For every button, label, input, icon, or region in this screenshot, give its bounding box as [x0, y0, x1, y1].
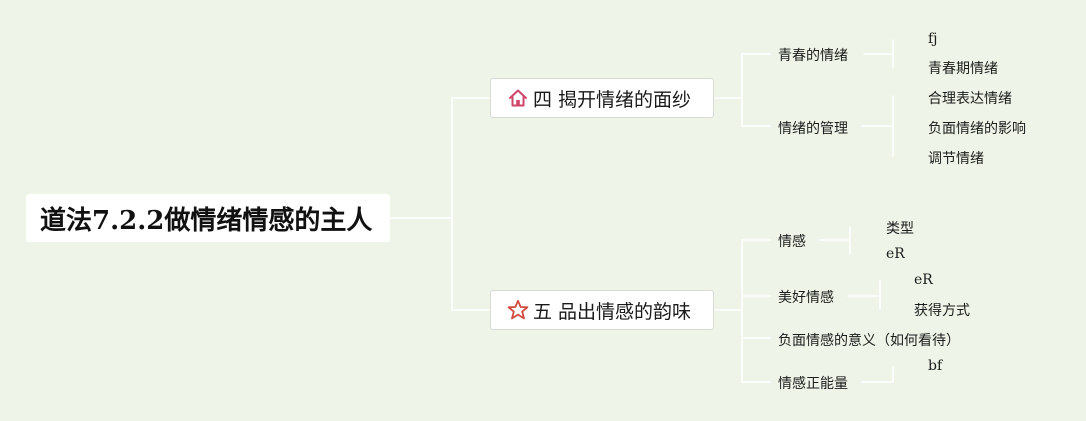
leaf-node[interactable]: eR: [886, 246, 905, 262]
leaf-label: 青春期情绪: [928, 61, 998, 77]
root-label: 道法7.2.2做情绪情感的主人: [40, 205, 373, 236]
leaf-label: bf: [928, 358, 943, 374]
leaf-node[interactable]: 调节情绪: [928, 148, 984, 168]
subtopic-good-emotions[interactable]: 美好情感: [778, 287, 834, 307]
leaf-node[interactable]: 负面情绪的影响: [928, 118, 1026, 138]
leaf-label: 负面情绪的影响: [928, 121, 1026, 137]
star-icon: [507, 299, 529, 321]
topic-label: 四 揭开情绪的面纱: [533, 88, 692, 111]
subtopic-label: 青春的情绪: [778, 48, 848, 64]
subtopic-emotion[interactable]: 情感: [778, 231, 806, 251]
root-topic[interactable]: 道法7.2.2做情绪情感的主人: [26, 194, 390, 242]
leaf-node[interactable]: 合理表达情绪: [928, 88, 1012, 108]
leaf-node[interactable]: eR: [914, 272, 933, 288]
leaf-label: 类型: [886, 221, 914, 237]
leaf-label: 合理表达情绪: [928, 91, 1012, 107]
subtopic-positive-energy[interactable]: 情感正能量: [778, 373, 848, 393]
subtopic-label: 负面情感的意义（如何看待）: [778, 333, 960, 349]
leaf-node[interactable]: 类型: [886, 218, 914, 238]
topic-reveal-emotions[interactable]: 四 揭开情绪的面纱: [490, 78, 714, 118]
subtopic-label: 情感: [778, 234, 806, 250]
leaf-node[interactable]: 青春期情绪: [928, 58, 998, 78]
topic-label: 五 品出情感的韵味: [533, 300, 692, 323]
leaf-label: fj: [928, 31, 938, 47]
leaf-label: 调节情绪: [928, 151, 984, 167]
subtopic-negative-emotion-meaning[interactable]: 负面情感的意义（如何看待）: [778, 330, 960, 350]
subtopic-youth-emotions[interactable]: 青春的情绪: [778, 45, 848, 65]
topic-emotion-flavor[interactable]: 五 品出情感的韵味: [490, 290, 714, 330]
subtopic-label: 情感正能量: [778, 376, 848, 392]
leaf-node[interactable]: fj: [928, 31, 938, 47]
leaf-label: eR: [886, 246, 905, 262]
leaf-node[interactable]: 获得方式: [914, 300, 970, 320]
home-icon: [507, 87, 529, 109]
leaf-label: eR: [914, 272, 933, 288]
subtopic-emotion-management[interactable]: 情绪的管理: [778, 118, 848, 138]
leaf-node[interactable]: bf: [928, 358, 942, 374]
subtopic-label: 美好情感: [778, 290, 834, 306]
leaf-label: 获得方式: [914, 303, 970, 319]
subtopic-label: 情绪的管理: [778, 121, 848, 137]
